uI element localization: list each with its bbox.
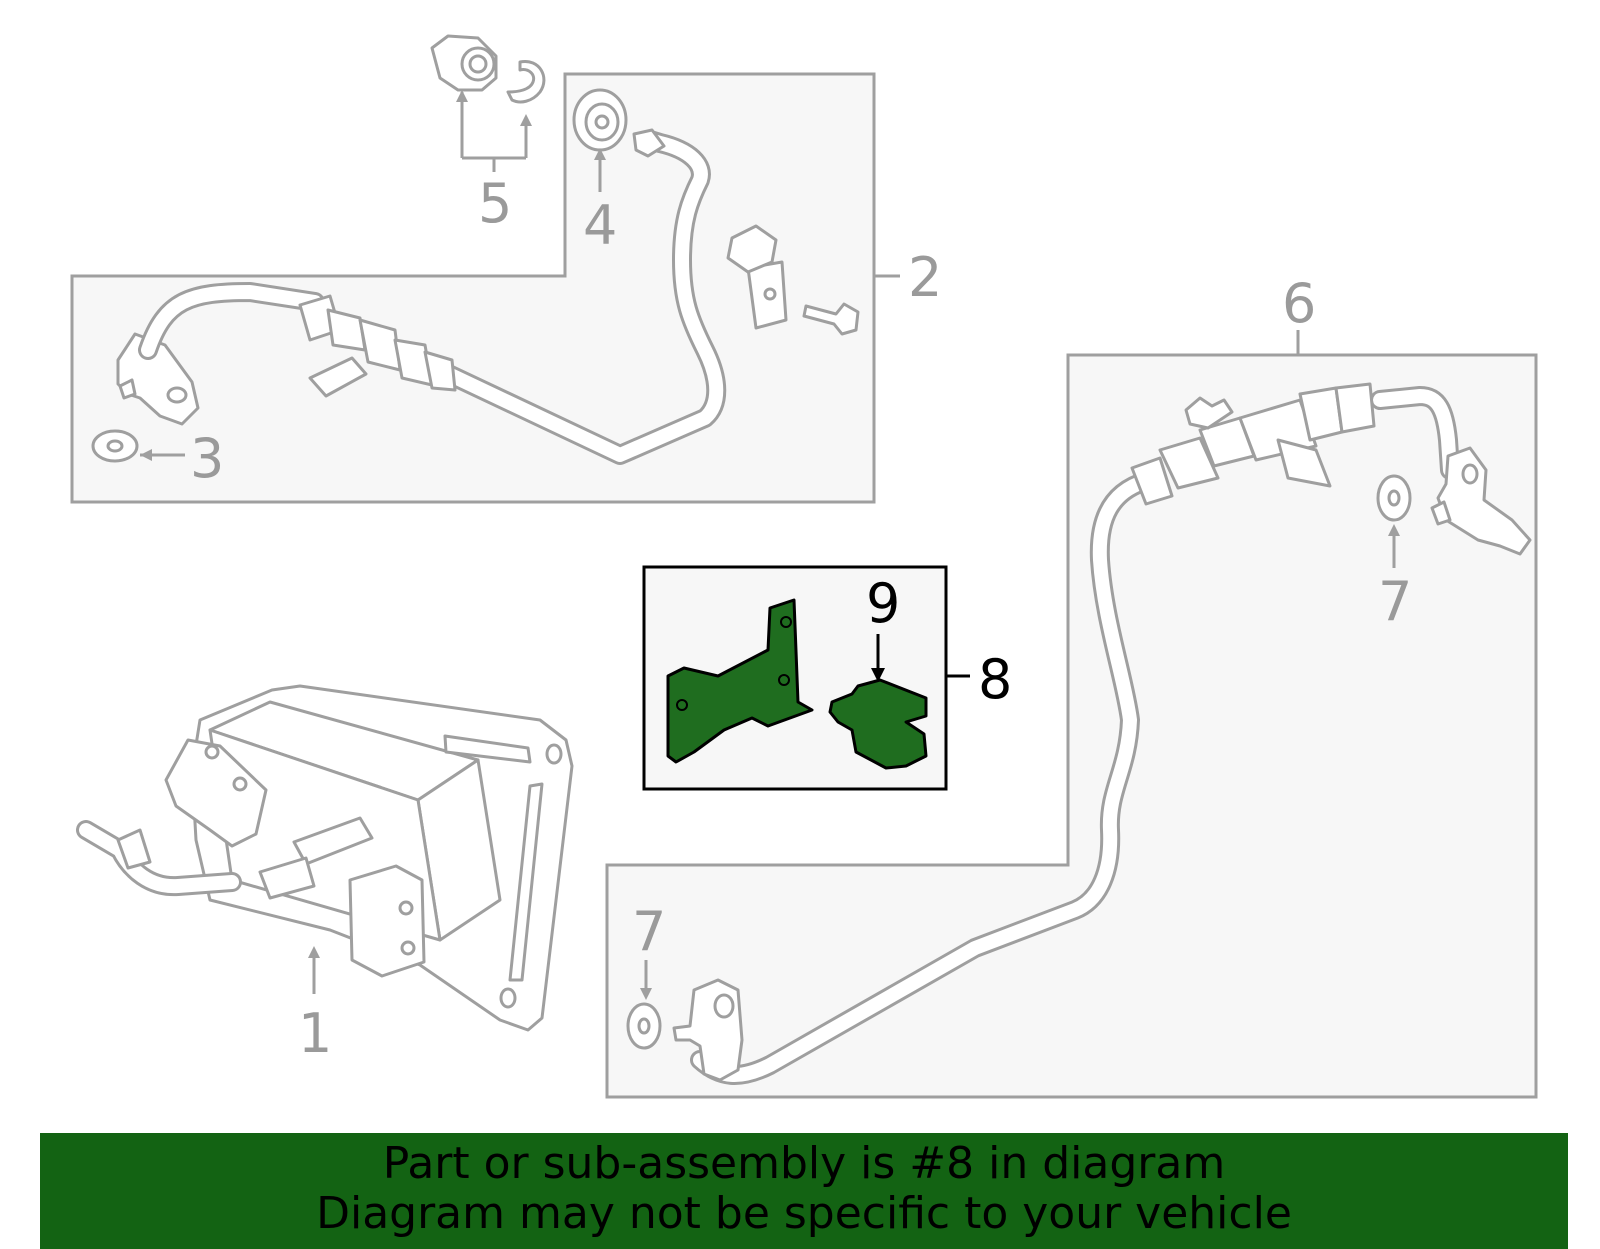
clip-5 bbox=[506, 60, 546, 104]
hose-couplings bbox=[298, 294, 457, 398]
callout-6[interactable]: 6 bbox=[1282, 272, 1316, 335]
info-banner: Part or sub-assembly is #8 in diagram Di… bbox=[40, 1133, 1568, 1249]
bracket-highlighted[interactable] bbox=[666, 598, 814, 764]
hose-couplings-6 bbox=[1130, 382, 1376, 506]
group-box-2 bbox=[70, 72, 876, 504]
hose-assembly-6-group: 6 7 7 bbox=[605, 272, 1538, 1099]
bolt bbox=[802, 302, 860, 336]
callout-2[interactable]: 2 bbox=[908, 246, 942, 309]
bracket-assembly-8-group: 8 9 bbox=[642, 565, 1012, 791]
fittings-4-5: 4 5 bbox=[430, 34, 628, 257]
callout-9[interactable]: 9 bbox=[866, 572, 900, 635]
callout-8[interactable]: 8 bbox=[978, 648, 1012, 711]
banner-line-2: Diagram may not be specific to your vehi… bbox=[316, 1188, 1292, 1239]
clip-9-highlighted[interactable] bbox=[828, 678, 928, 770]
callout-1[interactable]: 1 bbox=[298, 1002, 332, 1065]
callout-3[interactable]: 3 bbox=[190, 427, 224, 490]
callout-5[interactable]: 5 bbox=[478, 172, 512, 235]
right-flange bbox=[1436, 446, 1532, 556]
group-box-6 bbox=[605, 353, 1538, 1099]
banner-line-1: Part or sub-assembly is #8 in diagram bbox=[382, 1138, 1226, 1189]
vapor-canister-1: 1 bbox=[76, 684, 574, 1065]
callout-7-right[interactable]: 7 bbox=[1378, 570, 1412, 633]
callout-7-lower[interactable]: 7 bbox=[632, 900, 666, 963]
callout-4[interactable]: 4 bbox=[583, 194, 617, 257]
hose-assembly-2-group: 2 3 bbox=[70, 72, 942, 504]
